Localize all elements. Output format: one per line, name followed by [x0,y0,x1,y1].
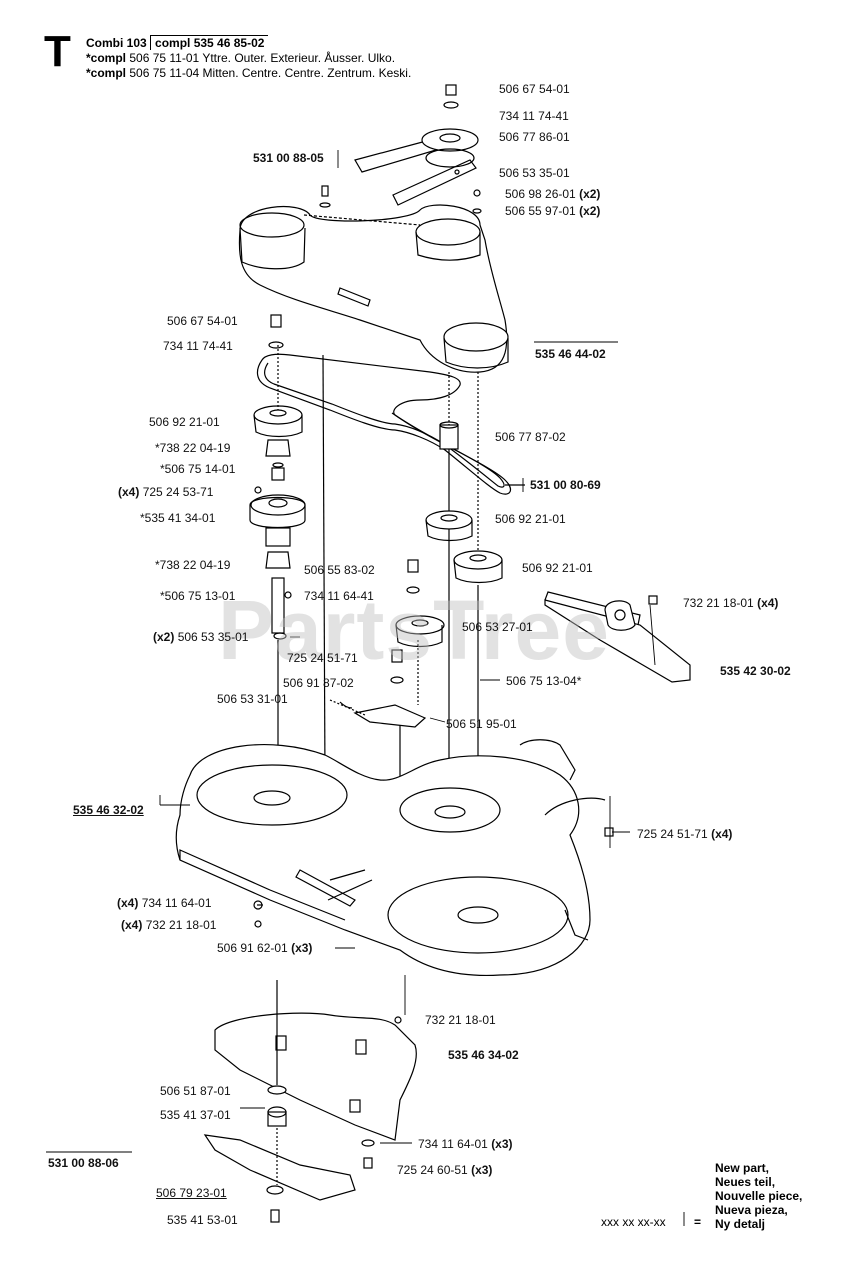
quantity-label: (x4) [117,896,139,910]
model-name: Combi 103 [86,36,147,50]
part-label-row: (x2) 506 53 35-01 [153,630,248,644]
part-label[interactable]: 506 53 27-01 [462,620,533,634]
part-label-row: 725 24 60-51 (x3) [397,1163,492,1177]
part-label[interactable]: 506 92 21-01 [495,512,566,526]
part-label-row: (x4) 732 21 18-01 [121,918,216,932]
watermark: PartsTree [218,583,610,677]
part-label[interactable]: 535 46 34-02 [448,1048,519,1062]
part-label[interactable]: 732 21 18-01 [683,596,754,610]
part-label[interactable]: 506 91 62-01 [217,941,288,955]
quantity-label: (x4) [121,918,143,932]
belt-cover-top [238,84,509,373]
header-line-2: *compl 506 75 11-01 Yttre. Outer. Exteri… [86,51,395,65]
part-label[interactable]: 725 24 53-71 [142,485,214,499]
compl-prefix: *compl [86,66,127,80]
part-label[interactable]: *506 75 13-01 [160,589,236,603]
part-label[interactable]: 506 55 83-02 [304,563,375,577]
quantity-label: (x2) [579,187,601,201]
part-label[interactable]: 734 11 74-41 [163,339,233,353]
lower-deck-cover [214,1012,417,1141]
part-label[interactable]: 725 24 60-51 [397,1163,468,1177]
part-label[interactable]: *738 22 04-19 [155,441,231,455]
part-label[interactable]: *506 75 14-01 [160,462,236,476]
header-line-1: Combi 103 compl 535 46 85-02 [86,35,269,50]
quantity-label: (x3) [291,941,313,955]
part-label[interactable]: 506 51 95-01 [446,717,517,731]
legend-line: Neues teil, [715,1175,776,1189]
part-label[interactable]: 732 21 18-01 [425,1013,496,1027]
quantity-label: (x2) [579,204,601,218]
legend-line: Nueva pieza, [715,1203,788,1217]
compl-prefix: *compl [86,51,127,65]
part-label[interactable]: 506 67 54-01 [499,82,570,96]
leader-lines [46,150,685,1226]
quantity-label: (x4) [118,485,140,499]
part-label[interactable]: 506 92 21-01 [149,415,220,429]
tensioner-bracket [544,591,691,683]
legend-line: New part, [715,1161,770,1175]
part-label[interactable]: 506 75 13-04* [506,674,582,688]
legend-line: Nouvelle piece, [715,1189,803,1203]
middle-idler [329,559,445,830]
part-label[interactable]: 535 41 53-01 [167,1213,238,1227]
legend-equals: = [694,1215,702,1229]
compl-part-number: compl 535 46 85-02 [150,35,269,50]
quantity-label: (x4) [757,596,779,610]
part-label-row: (x4) 734 11 64-01 [117,896,212,910]
part-label[interactable]: 725 24 51-71 [637,827,708,841]
part-label[interactable]: 506 53 31-01 [217,692,288,706]
mower-deck [175,739,614,977]
part-label[interactable]: *535 41 34-01 [140,511,216,525]
part-label-row: 506 55 97-01 (x2) [505,204,600,218]
part-label[interactable]: 506 67 54-01 [167,314,238,328]
part-label-row: 732 21 18-01 (x4) [683,596,778,610]
part-label-row: 506 91 62-01 (x3) [217,941,312,955]
left-spindle-assembly [249,314,326,790]
part-label[interactable]: 734 11 64-01 [418,1137,488,1151]
blade-hardware [203,900,375,1223]
part-label[interactable]: 506 53 35-01 [177,630,249,644]
part-label[interactable]: 506 53 35-01 [499,166,570,180]
part-label[interactable]: 725 24 51-71 [287,651,358,665]
part-label[interactable]: 531 00 88-06 [48,1156,119,1170]
quantity-label: (x2) [153,630,175,644]
part-label[interactable]: 734 11 64-41 [304,589,374,603]
part-label[interactable]: 535 46 32-02 [73,803,144,817]
part-label-row: 734 11 64-01 (x3) [418,1137,513,1151]
legend-code: xxx xx xx-xx [601,1215,666,1229]
header-line-3-text: 506 75 11-04 Mitten. Centre. Centre. Zen… [129,66,412,80]
quantity-label: (x4) [711,827,733,841]
v-belt [256,353,525,495]
part-label[interactable]: 506 92 21-01 [522,561,593,575]
part-label[interactable]: 732 21 18-01 [145,918,217,932]
part-label[interactable]: 535 42 30-02 [720,664,791,678]
part-label[interactable]: 506 77 87-02 [495,430,566,444]
part-label[interactable]: 531 00 80-69 [530,478,601,492]
part-label-row: 506 98 26-01 (x2) [505,187,600,201]
legend-line: Ny detalj [715,1217,766,1231]
header-line-3: *compl 506 75 11-04 Mitten. Centre. Cent… [86,66,411,80]
part-label[interactable]: 531 00 88-05 [253,151,324,165]
part-label[interactable]: 506 55 97-01 [505,204,576,218]
part-label[interactable]: 506 77 86-01 [499,130,570,144]
quantity-label: (x3) [471,1163,493,1177]
part-label-row: (x4) 725 24 53-71 [118,485,213,499]
part-label[interactable]: 734 11 64-01 [141,896,212,910]
center-idler-column [425,372,473,780]
part-label[interactable]: 506 91 87-02 [283,676,354,690]
part-label-row: 725 24 51-71 (x4) [637,827,732,841]
part-label[interactable]: 506 79 23-01 [156,1186,227,1200]
part-label[interactable]: 506 98 26-01 [505,187,576,201]
part-label[interactable]: 734 11 74-41 [499,109,569,123]
part-label[interactable]: 506 51 87-01 [160,1084,231,1098]
part-label[interactable]: 535 41 37-01 [160,1108,231,1122]
header-line-2-text: 506 75 11-01 Yttre. Outer. Exterieur. Åu… [129,51,396,65]
part-label[interactable]: 535 46 44-02 [535,347,606,361]
section-letter: T [44,27,71,76]
quantity-label: (x3) [491,1137,513,1151]
part-label[interactable]: *738 22 04-19 [155,558,231,572]
